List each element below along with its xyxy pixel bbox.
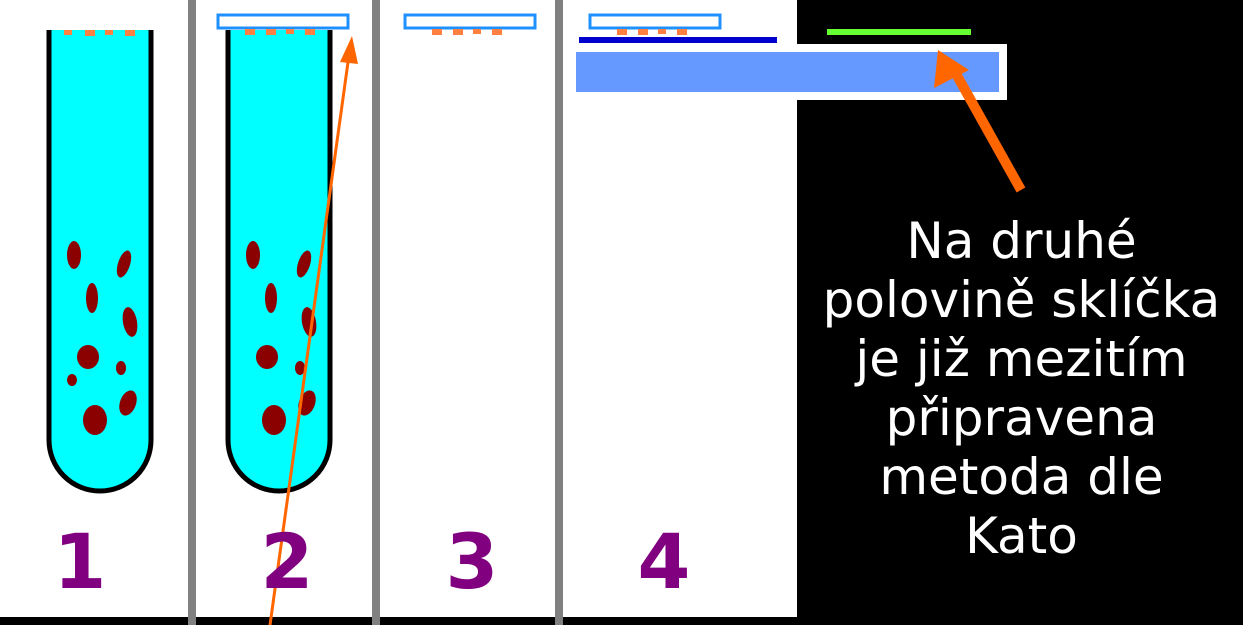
slide-edge-line [579, 37, 777, 43]
step-number-2: 2 [247, 522, 327, 602]
test-tube-1 [49, 30, 151, 491]
step-number-1: 1 [40, 522, 120, 602]
coverslip [218, 15, 348, 28]
sample-drops [617, 29, 687, 35]
step-number-4: 4 [624, 522, 704, 602]
coverslip-step-4 [590, 15, 720, 35]
kato-preparation-line [827, 29, 971, 35]
coverslip-step-3 [405, 15, 535, 35]
sample-drops [432, 29, 502, 35]
step-number-3: 3 [432, 522, 512, 602]
caption-text: Na druhé polovině sklíčka je již mezitím… [790, 212, 1243, 566]
test-tube-2 [218, 15, 348, 491]
